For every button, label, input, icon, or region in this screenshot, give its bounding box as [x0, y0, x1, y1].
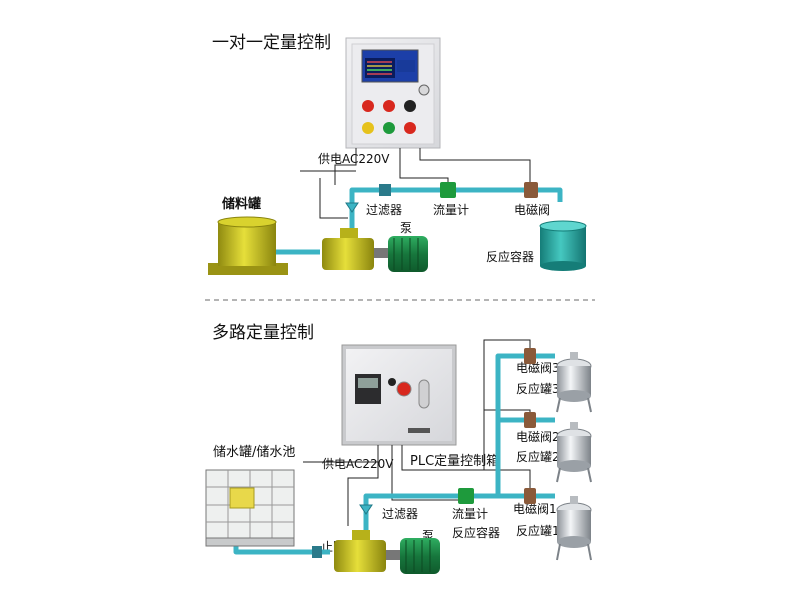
label-flowmeter-top: 流量计 [433, 203, 470, 217]
panel-button-yellow [362, 122, 374, 134]
label-water-tank: 储水罐/储水池 [213, 445, 296, 460]
tank-label-plate [229, 487, 255, 509]
ibc-water-tank [205, 469, 295, 547]
label-reactor-bottom: 反应容器 [452, 526, 501, 540]
filter-bottom [359, 504, 373, 515]
label-filter-bottom: 过滤器 [382, 507, 419, 521]
plc-button-black [388, 378, 396, 386]
check-valve [312, 546, 322, 558]
label-reactor-3: 反应罐3 [516, 382, 560, 396]
label-power-top: 供电AC220V [318, 152, 390, 166]
label-solenoid-3: 电磁阀3 [516, 361, 560, 375]
reactor-tank-1 [556, 496, 592, 561]
panel-button-green [383, 122, 395, 134]
label-reactor-1: 反应罐1 [516, 524, 560, 538]
label-reactor-top: 反应容器 [486, 250, 535, 264]
pump-top [322, 228, 428, 272]
label-solenoid-1: 电磁阀1 [513, 502, 557, 516]
label-plc-box: PLC定量控制箱 [410, 454, 500, 469]
controller-panel-top [345, 37, 441, 149]
storage-tank-top [208, 216, 288, 275]
flowmeter-top [440, 182, 456, 198]
panel-button-red-1 [362, 100, 374, 112]
reactor-tank-3 [556, 352, 592, 413]
plc-emergency-stop [396, 381, 412, 397]
control-wires-top [300, 148, 531, 219]
solenoid-valve-2 [524, 412, 536, 428]
section-title-single: 一对一定量控制 [212, 33, 331, 53]
panel-button-red-2 [383, 100, 395, 112]
pump-bottom [334, 530, 440, 574]
label-flowmeter-bottom: 流量计 [452, 507, 489, 521]
reactor-container-top [539, 220, 587, 271]
solenoid-valve-3 [524, 348, 536, 364]
filter-top [379, 184, 391, 196]
plc-handle [418, 379, 430, 409]
panel-knob [418, 84, 430, 96]
label-power-bottom: 供电AC220V [322, 457, 394, 471]
label-solenoid-2: 电磁阀2 [516, 430, 560, 444]
panel-display [361, 49, 419, 83]
panel-switch [404, 100, 416, 112]
label-reactor-2: 反应罐2 [516, 450, 560, 464]
section-title-multi: 多路定量控制 [212, 323, 314, 343]
reactor-tank-2 [556, 422, 592, 483]
plc-nameplate [408, 428, 430, 433]
label-pump-top: 泵 [400, 221, 413, 235]
label-filter-top: 过滤器 [366, 203, 403, 217]
label-storage-tank: 储料罐 [222, 197, 262, 212]
panel-button-red-3 [404, 122, 416, 134]
flowmeter-bottom [458, 488, 474, 504]
plc-control-box [341, 344, 457, 446]
label-solenoid-top: 电磁阀 [514, 203, 551, 217]
solenoid-valve-1 [524, 488, 536, 504]
inline-valve-top [345, 202, 359, 213]
solenoid-valve-top [524, 182, 538, 198]
